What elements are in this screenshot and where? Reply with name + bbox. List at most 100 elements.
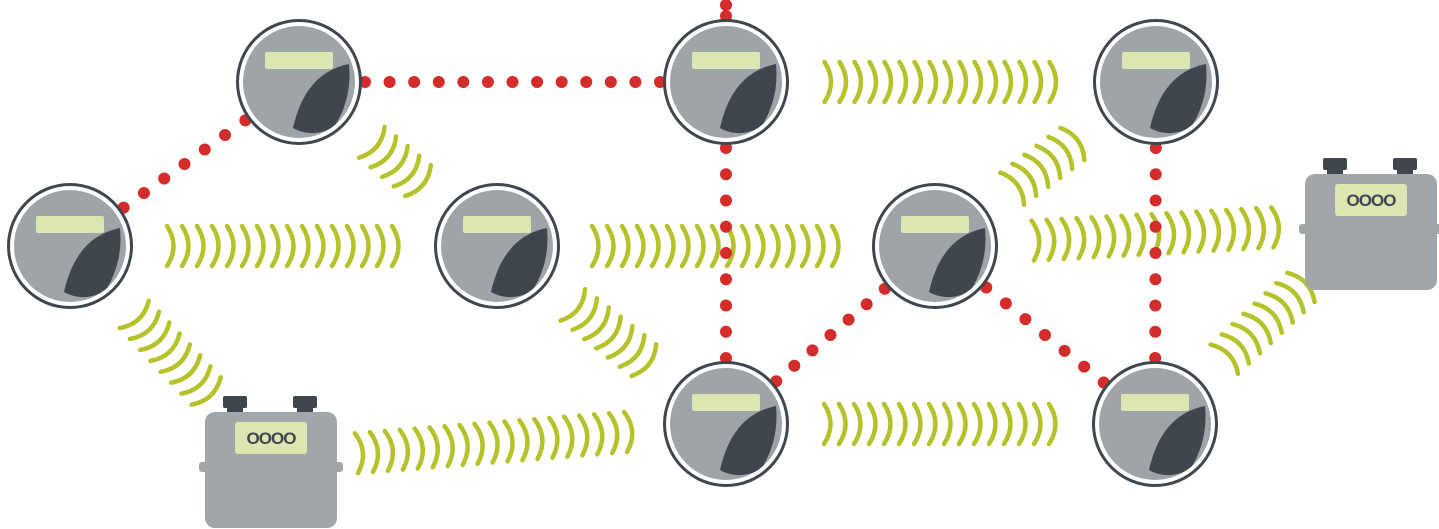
wireless-arc <box>821 401 833 447</box>
gas-pipe-right <box>293 396 317 408</box>
wireless-arc <box>194 223 206 269</box>
wireless-arc <box>822 59 834 105</box>
wired-dot <box>604 76 617 88</box>
wired-dot <box>457 76 470 88</box>
wireless-arc <box>971 401 983 447</box>
wired-dot <box>580 76 593 88</box>
gas-pipe-left <box>223 396 247 408</box>
wireless-arc <box>1119 213 1132 258</box>
wireless-arc <box>367 429 381 475</box>
wireless-link <box>998 125 1087 208</box>
wireless-arc <box>1253 206 1267 251</box>
wireless-arc <box>239 223 251 269</box>
wireless-arc <box>1074 215 1087 261</box>
wireless-link <box>356 124 434 199</box>
wireless-arc <box>605 323 635 360</box>
meter-display <box>1121 394 1189 411</box>
wireless-arc <box>1047 59 1059 105</box>
wired-dot <box>788 359 801 372</box>
meter-dial <box>64 228 121 298</box>
gas-meter-readout: OOOO <box>247 429 297 448</box>
wireless-arc <box>570 296 600 333</box>
electric-meter-icon <box>7 183 133 309</box>
wireless-arc <box>912 59 924 105</box>
gas-pipe-neck-left <box>227 406 243 414</box>
meter-dial <box>1149 406 1206 476</box>
wireless-link <box>352 409 635 476</box>
wired-dot <box>359 76 371 88</box>
wireless-arc <box>1022 152 1051 190</box>
wireless-arc <box>896 401 908 447</box>
meter-display <box>692 52 760 69</box>
wireless-arc <box>606 410 620 456</box>
wired-dot <box>383 76 396 88</box>
wired-dot <box>432 76 445 88</box>
wireless-arc <box>941 401 953 447</box>
wireless-arc <box>1164 210 1177 256</box>
wireless-arc <box>1134 212 1147 258</box>
wireless-arc <box>926 401 938 447</box>
wired-dot <box>506 76 519 88</box>
wireless-arc <box>998 170 1027 208</box>
wired-dot <box>842 313 855 326</box>
wired-dot <box>178 158 191 170</box>
gas-meter-band <box>1299 224 1439 234</box>
wireless-arc <box>679 223 691 269</box>
wired-dot <box>999 297 1012 310</box>
wireless-arc <box>1032 59 1044 105</box>
meter-display <box>901 216 969 233</box>
wireless-arc <box>148 331 182 364</box>
wired-dot <box>1039 329 1051 341</box>
wireless-arc <box>882 59 894 105</box>
meter-nodes: OOOO OOOO <box>7 19 1439 528</box>
wired-link <box>720 0 732 22</box>
wireless-arc <box>799 223 811 269</box>
wireless-arc <box>1208 342 1241 377</box>
wired-link <box>770 282 891 388</box>
wireless-arc <box>1010 161 1039 199</box>
wired-dot <box>720 142 732 154</box>
wireless-arc <box>532 416 545 462</box>
wireless-link <box>1208 270 1317 377</box>
wireless-arc <box>1031 401 1043 447</box>
wired-dot <box>1149 168 1162 181</box>
meter-dial <box>720 406 777 476</box>
wireless-arc <box>769 223 781 269</box>
gas-meter-readout: OOOO <box>1347 191 1397 210</box>
wireless-arc <box>403 162 434 199</box>
wireless-arc <box>1230 321 1263 356</box>
wireless-arc <box>299 223 311 269</box>
wireless-arc <box>709 223 721 269</box>
wireless-arc <box>179 223 191 269</box>
gas-meter-display <box>235 422 307 454</box>
wired-dot <box>1149 352 1162 365</box>
wireless-arc <box>382 428 396 474</box>
wireless-arc <box>158 342 193 375</box>
wired-dot <box>158 172 171 185</box>
wireless-arc <box>1002 59 1014 105</box>
wireless-arc <box>867 59 879 105</box>
wireless-arc <box>168 353 203 385</box>
wireless-arc <box>664 223 676 269</box>
wired-link <box>359 76 666 88</box>
wireless-arc <box>391 153 422 189</box>
meter-dial <box>293 64 350 134</box>
wireless-arc <box>1241 311 1274 346</box>
wireless-arc <box>1001 401 1013 447</box>
wireless-arc <box>368 134 399 170</box>
meter-dial <box>720 64 777 134</box>
wireless-arc <box>694 223 706 269</box>
wireless-arc <box>852 59 864 105</box>
wireless-arc <box>1224 207 1237 253</box>
wired-dot <box>1078 360 1091 373</box>
wireless-arc <box>189 374 223 407</box>
wired-dot <box>1149 141 1162 154</box>
electric-meter-icon <box>1093 19 1219 145</box>
wireless-link <box>117 298 223 407</box>
electric-meter-icon <box>236 19 362 145</box>
wireless-link <box>822 59 1059 105</box>
wired-dot <box>720 10 732 22</box>
wireless-arc <box>1268 205 1282 250</box>
wireless-arc <box>517 418 530 463</box>
meter-display <box>36 216 104 233</box>
